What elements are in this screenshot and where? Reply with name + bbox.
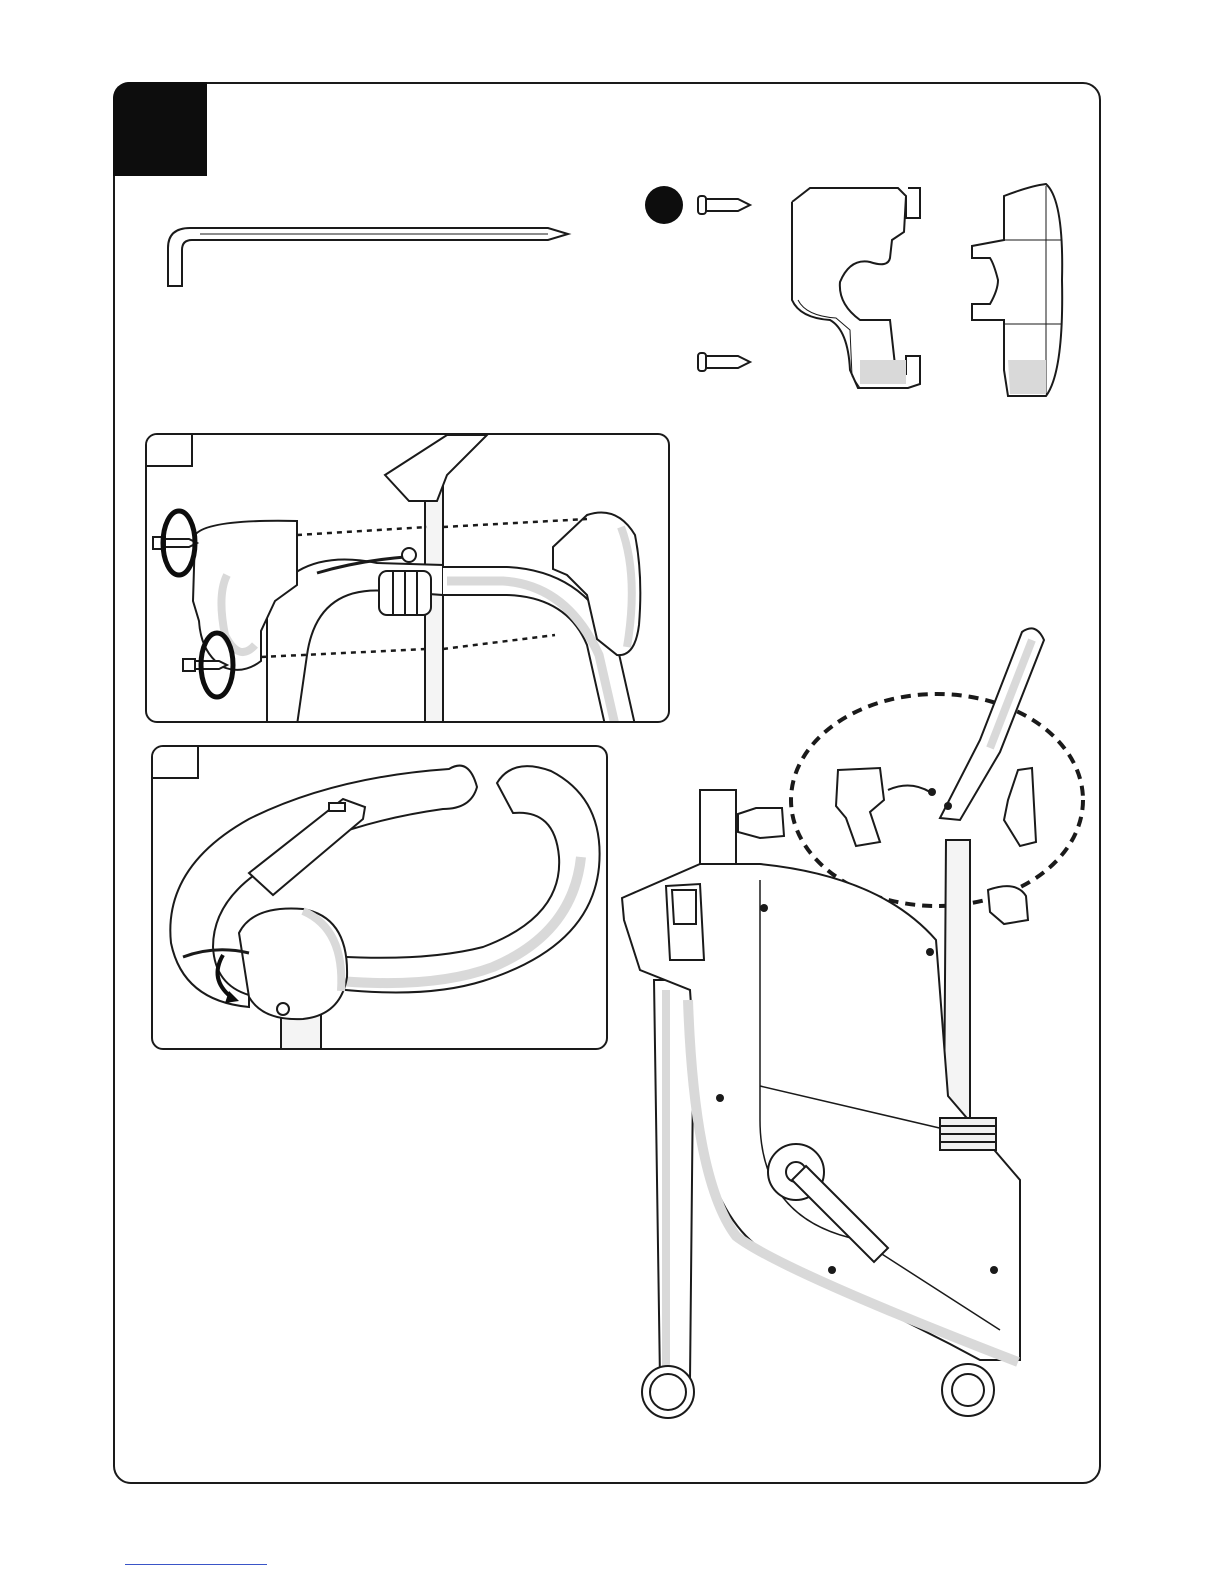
bike-illustration — [0, 0, 1224, 1500]
detail-callout-circle — [791, 694, 1083, 906]
footer-link-underline[interactable] — [125, 1564, 267, 1565]
